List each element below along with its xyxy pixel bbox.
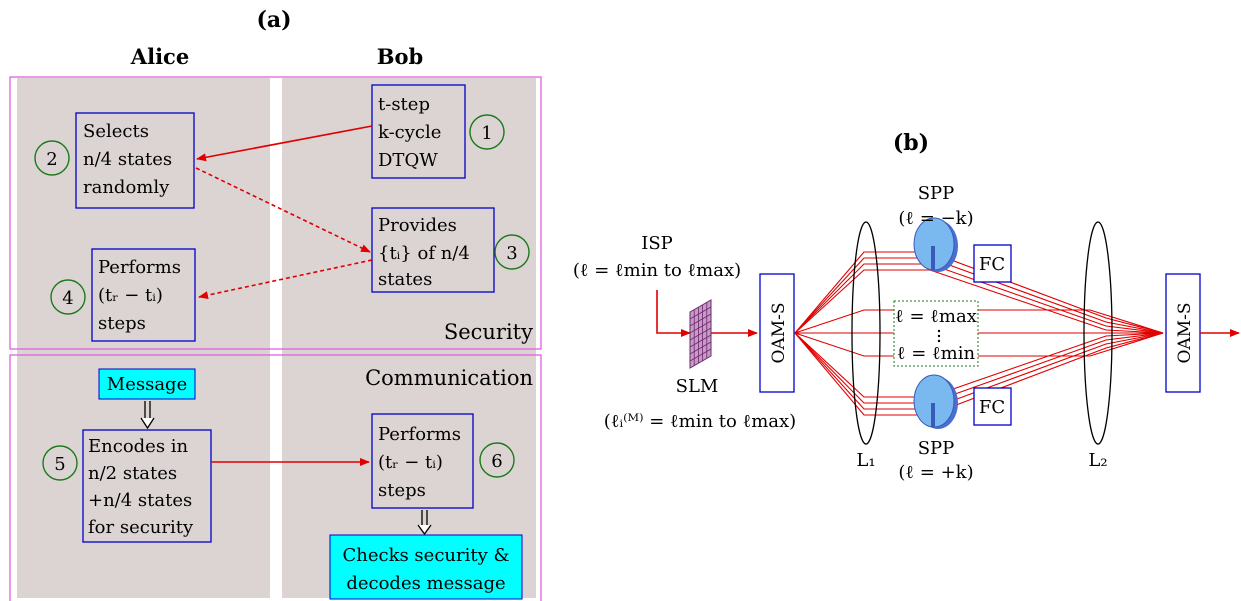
box1-line1: t-step	[378, 94, 430, 115]
spp-bottom	[913, 374, 958, 429]
svg-text:5: 5	[54, 454, 65, 475]
box5-line4: for security	[88, 517, 194, 538]
lens-l1-label: L₁	[856, 450, 875, 471]
box3-line3: states	[378, 269, 432, 290]
spp-top	[913, 217, 958, 272]
box-encodes: Encodes in n/2 states +n/4 states for se…	[82, 429, 212, 543]
svg-text:6: 6	[491, 451, 502, 472]
arrow-2-to-3	[195, 167, 371, 253]
lens-l2	[1083, 221, 1113, 445]
box4-line3: steps	[98, 313, 146, 334]
box4-line1: Performs	[98, 257, 181, 278]
svg-text:FC: FC	[979, 397, 1005, 418]
svg-text:3: 3	[506, 243, 517, 264]
box2-line1: Selects	[83, 121, 149, 142]
svg-text:OAM-S: OAM-S	[1175, 302, 1195, 363]
alice-header: Alice	[130, 44, 189, 69]
slm-range: (ℓᵢ⁽ᴹ⁾ = ℓmin to ℓmax)	[604, 411, 796, 432]
message-box: Message	[98, 368, 196, 400]
arrow-1-to-2	[196, 125, 373, 162]
box-dtqw: t-step k-cycle DTQW	[371, 84, 466, 179]
box6-line1: Performs	[378, 424, 461, 445]
box5-line2: n/2 states	[88, 463, 177, 484]
box1-line2: k-cycle	[378, 122, 441, 143]
arrow-3-to-4	[198, 259, 373, 300]
step-circle-1: 1	[469, 114, 505, 150]
input-beam	[656, 290, 691, 337]
spp-bottom-label: SPP	[918, 438, 955, 459]
security-frame	[9, 76, 542, 350]
slm-grid	[689, 299, 712, 369]
message-double-arrow	[140, 401, 155, 430]
step-circle-2: 2	[34, 140, 70, 176]
fiber-coupler-top: FC	[973, 244, 1012, 283]
isp-label: ISP	[641, 233, 673, 254]
box-provides: Provides {tᵢ} of n/4 states	[371, 207, 495, 293]
communication-label: Communication	[365, 366, 533, 390]
svg-text:2: 2	[46, 149, 57, 170]
box3-line1: Provides	[378, 215, 457, 236]
spp-bottom-charge: (ℓ = +k)	[898, 462, 973, 483]
box2-line3: randomly	[83, 177, 170, 198]
spp-top-label: SPP	[918, 183, 955, 204]
svg-text:OAM-S: OAM-S	[769, 302, 789, 363]
slm-label: SLM	[676, 376, 719, 397]
checks-box: Checks security & decodes message	[329, 534, 523, 600]
box1-line3: DTQW	[378, 150, 438, 171]
checks-line1: Checks security &	[342, 545, 509, 566]
spp-top-charge: (ℓ = −k)	[898, 208, 973, 229]
lens-l2-label: L₂	[1088, 450, 1107, 471]
range-min: ℓ = ℓmin	[897, 343, 976, 364]
bob-header: Bob	[377, 44, 423, 69]
isp-range: (ℓ = ℓmin to ℓmax)	[573, 260, 741, 281]
oam-sorter-right: OAM-S	[1165, 273, 1201, 393]
oam-range-box: ℓ = ℓmax ℓ = ℓmin	[893, 300, 979, 367]
box3-line2: {tᵢ} of n/4	[378, 243, 470, 264]
communication-frame	[9, 354, 542, 601]
message-text: Message	[107, 374, 187, 395]
checks-line2: decodes message	[346, 573, 505, 594]
checks-double-arrow	[417, 510, 432, 536]
box5-line3: +n/4 states	[88, 490, 192, 511]
oam-sorter-left: OAM-S	[759, 273, 795, 393]
svg-text:4: 4	[62, 288, 73, 309]
box5-line1: Encodes in	[88, 436, 189, 457]
box-selects: Selects n/4 states randomly	[75, 112, 195, 209]
box6-line3: steps	[378, 480, 426, 501]
panel-a-label: (a)	[256, 7, 291, 33]
box4-line2: (tᵣ − tᵢ)	[98, 285, 163, 306]
step-circle-5: 5	[42, 445, 78, 481]
box2-line2: n/4 states	[83, 149, 172, 170]
step-circle-6: 6	[479, 442, 515, 478]
box-performs-comm: Performs (tᵣ − tᵢ) steps	[371, 413, 474, 509]
box6-line2: (tᵣ − tᵢ)	[378, 452, 443, 473]
lens-l1	[851, 221, 881, 445]
panel-b-label: (b)	[893, 130, 929, 156]
svg-text:FC: FC	[979, 254, 1005, 275]
fiber-coupler-bottom: FC	[973, 387, 1012, 426]
svg-text:1: 1	[481, 123, 492, 144]
range-max: ℓ = ℓmax	[895, 306, 977, 327]
step-circle-4: 4	[50, 279, 86, 315]
step-circle-3: 3	[494, 234, 530, 270]
security-label: Security	[444, 320, 533, 344]
box-performs-security: Performs (tᵣ − tᵢ) steps	[91, 248, 196, 342]
